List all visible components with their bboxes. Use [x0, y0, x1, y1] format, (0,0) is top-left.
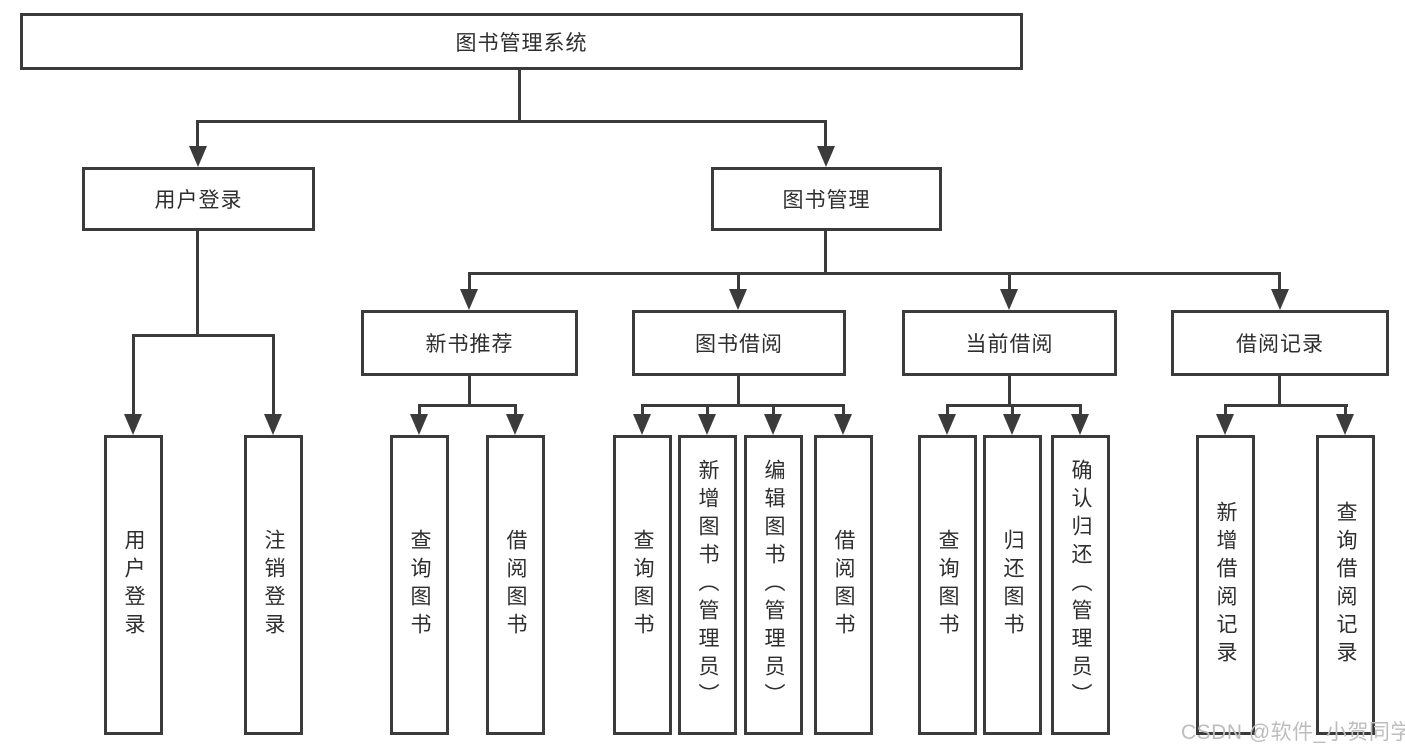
- leaf-current-return-books: 归还图书: [983, 435, 1042, 735]
- connector-line: [1011, 407, 1014, 416]
- watermark: CSDN @软件_小贺同学: [1181, 721, 1405, 744]
- connector-line: [1008, 275, 1011, 291]
- connector-line: [272, 337, 275, 416]
- node-user-login: 用户登录: [82, 167, 315, 231]
- arrow-down-icon: [633, 414, 651, 435]
- connector-line: [468, 272, 1281, 275]
- arrow-down-icon: [124, 414, 142, 435]
- arrow-down-icon: [460, 289, 478, 310]
- leaf-borrow-add-books-admin: 新增图书（管理员）: [678, 435, 737, 735]
- arrow-down-icon: [938, 414, 956, 435]
- connector-line: [514, 407, 517, 416]
- arrow-down-icon: [1336, 414, 1354, 435]
- node-book-management: 图书管理: [711, 167, 942, 231]
- connector-line: [824, 231, 827, 275]
- arrow-down-icon: [264, 414, 282, 435]
- connector-line: [1344, 407, 1347, 416]
- connector-line: [418, 407, 421, 416]
- node-new-book-recommend: 新书推荐: [361, 310, 578, 376]
- arrow-down-icon: [1003, 414, 1021, 435]
- connector-line: [1278, 275, 1281, 291]
- leaf-borrow-query-books: 查询图书: [613, 435, 672, 735]
- arrow-down-icon: [1216, 414, 1234, 435]
- connector-line: [946, 404, 1082, 407]
- arrow-down-icon: [1000, 289, 1018, 310]
- connector-line: [1008, 376, 1011, 407]
- leaf-records-query-record: 查询借阅记录: [1316, 435, 1375, 735]
- node-borrow-records: 借阅记录: [1171, 310, 1389, 376]
- node-book-borrow: 图书借阅: [632, 310, 846, 376]
- connector-line: [842, 407, 845, 416]
- connector-line: [706, 407, 709, 416]
- arrow-down-icon: [506, 414, 524, 435]
- leaf-current-query-books: 查询图书: [918, 435, 977, 735]
- connector-line: [772, 407, 775, 416]
- leaf-recommend-query-books: 查询图书: [390, 435, 449, 735]
- arrow-down-icon: [698, 414, 716, 435]
- connector-line: [737, 376, 740, 407]
- connector-line: [468, 376, 471, 407]
- connector-line: [518, 70, 521, 123]
- connector-line: [946, 407, 949, 416]
- arrow-down-icon: [729, 289, 747, 310]
- arrow-down-icon: [834, 414, 852, 435]
- leaf-current-confirm-return-admin: 确认归还（管理员）: [1051, 435, 1110, 735]
- arrow-down-icon: [1071, 414, 1089, 435]
- connector-line: [737, 275, 740, 291]
- connector-line: [468, 275, 471, 291]
- leaf-logout: 注销登录: [244, 435, 303, 735]
- connector-line: [641, 404, 845, 407]
- connector-line: [196, 120, 827, 123]
- arrow-down-icon: [817, 146, 835, 167]
- connector-line: [196, 123, 199, 148]
- connector-line: [132, 334, 275, 337]
- leaf-recommend-borrow-books: 借阅图书: [486, 435, 545, 735]
- arrow-down-icon: [1271, 289, 1289, 310]
- arrow-down-icon: [764, 414, 782, 435]
- arrow-down-icon: [410, 414, 428, 435]
- connector-line: [418, 404, 517, 407]
- connector-line: [132, 337, 135, 416]
- connector-line: [1224, 404, 1348, 407]
- node-current-borrow: 当前借阅: [902, 310, 1117, 376]
- connector-line: [824, 123, 827, 148]
- connector-line: [1278, 376, 1281, 407]
- leaf-user-login: 用户登录: [104, 435, 163, 735]
- leaf-records-add-record: 新增借阅记录: [1196, 435, 1255, 735]
- leaf-borrow-borrow-books: 借阅图书: [814, 435, 873, 735]
- node-root: 图书管理系统: [20, 13, 1023, 70]
- connector-line: [1079, 407, 1082, 416]
- connector-line: [1224, 407, 1227, 416]
- connector-line: [196, 231, 199, 337]
- arrow-down-icon: [189, 146, 207, 167]
- connector-line: [641, 407, 644, 416]
- leaf-borrow-edit-books-admin: 编辑图书（管理员）: [744, 435, 803, 735]
